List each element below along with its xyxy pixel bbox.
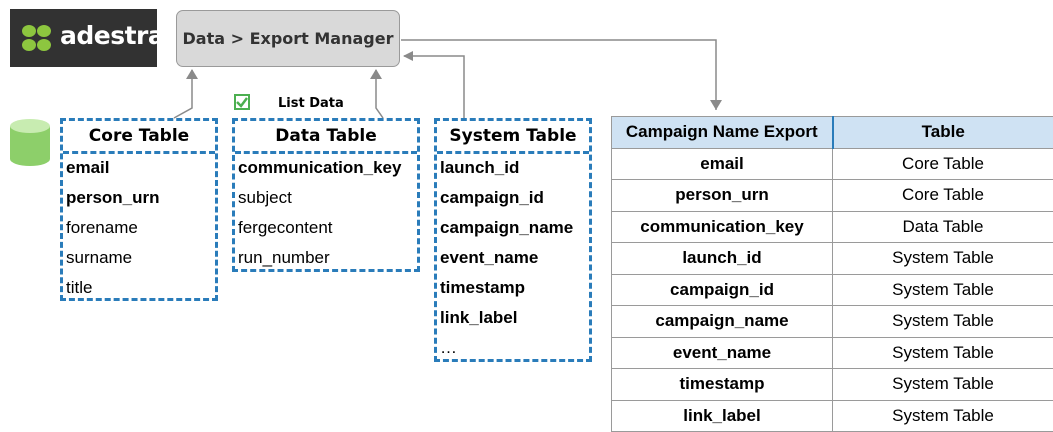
data-field: subject <box>238 188 292 207</box>
data-field: fergecontent <box>238 218 333 237</box>
core-field: surname <box>66 248 133 267</box>
checkmark-icon <box>236 97 248 108</box>
export-header-field: Campaign Name Export <box>611 116 834 149</box>
system-field: campaign_id <box>440 188 544 207</box>
data-field: communication_key <box>238 158 402 177</box>
logo-text: adestra <box>60 21 165 50</box>
core-field: email <box>66 158 110 177</box>
export-table-cell: System Table <box>832 336 1053 369</box>
export-field-cell: event_name <box>611 336 833 369</box>
data-field: run_number <box>238 248 330 267</box>
export-table-cell: System Table <box>832 399 1053 432</box>
export-field-cell: link_label <box>611 399 833 432</box>
core-table-box: Core Table email person_urn forename sur… <box>60 118 218 301</box>
export-table-cell: Core Table <box>832 179 1053 212</box>
export-field-cell: person_urn <box>611 179 833 212</box>
export-field-cell: campaign_name <box>611 305 833 338</box>
data-table-box: Data Table communication_key subject fer… <box>232 118 420 272</box>
core-field: forename <box>66 218 138 237</box>
arrow-system-to-export-manager <box>404 55 465 118</box>
export-table-cell: Data Table <box>832 210 1053 243</box>
system-field: campaign_name <box>440 218 574 237</box>
arrow-export-manager-to-export-table <box>401 39 722 110</box>
list-data-checkbox <box>234 94 250 110</box>
system-field: timestamp <box>440 278 526 297</box>
export-field-cell: communication_key <box>611 210 833 243</box>
core-field: person_urn <box>66 188 160 207</box>
export-table-cell: Core Table <box>832 147 1053 180</box>
export-field-cell: email <box>611 147 833 180</box>
arrow-data-to-export-manager <box>370 69 384 119</box>
export-table-cell: System Table <box>832 305 1053 338</box>
core-field: title <box>66 278 93 297</box>
list-data-label: List Data <box>278 96 344 111</box>
export-header-table: Table <box>832 116 1053 149</box>
export-field-cell: campaign_id <box>611 273 833 306</box>
export-field-cell: launch_id <box>611 242 833 275</box>
database-icon <box>10 119 50 166</box>
system-field: event_name <box>440 248 539 267</box>
export-table-cell: System Table <box>832 368 1053 401</box>
arrow-core-to-export-manager <box>173 69 198 119</box>
export-manager-node: Data > Export Manager <box>176 10 400 67</box>
logo-leaf-icon <box>22 25 51 51</box>
core-table-title: Core Table <box>63 121 215 154</box>
system-field: … <box>440 338 457 357</box>
adestra-logo: adestra <box>10 9 165 67</box>
system-field: launch_id <box>440 158 520 177</box>
export-manager-label: Data > Export Manager <box>182 29 394 48</box>
export-field-cell: timestamp <box>611 368 833 401</box>
arrowhead-system <box>403 51 413 61</box>
system-table-title: System Table <box>437 121 589 154</box>
export-table-header-row: Campaign Name Export Table <box>611 116 1053 149</box>
data-table-title: Data Table <box>235 121 417 154</box>
export-table-cell: System Table <box>832 242 1053 275</box>
export-table-cell: System Table <box>832 273 1053 306</box>
system-field: link_label <box>440 308 518 327</box>
system-table-box: System Table launch_id campaign_id campa… <box>434 118 592 362</box>
